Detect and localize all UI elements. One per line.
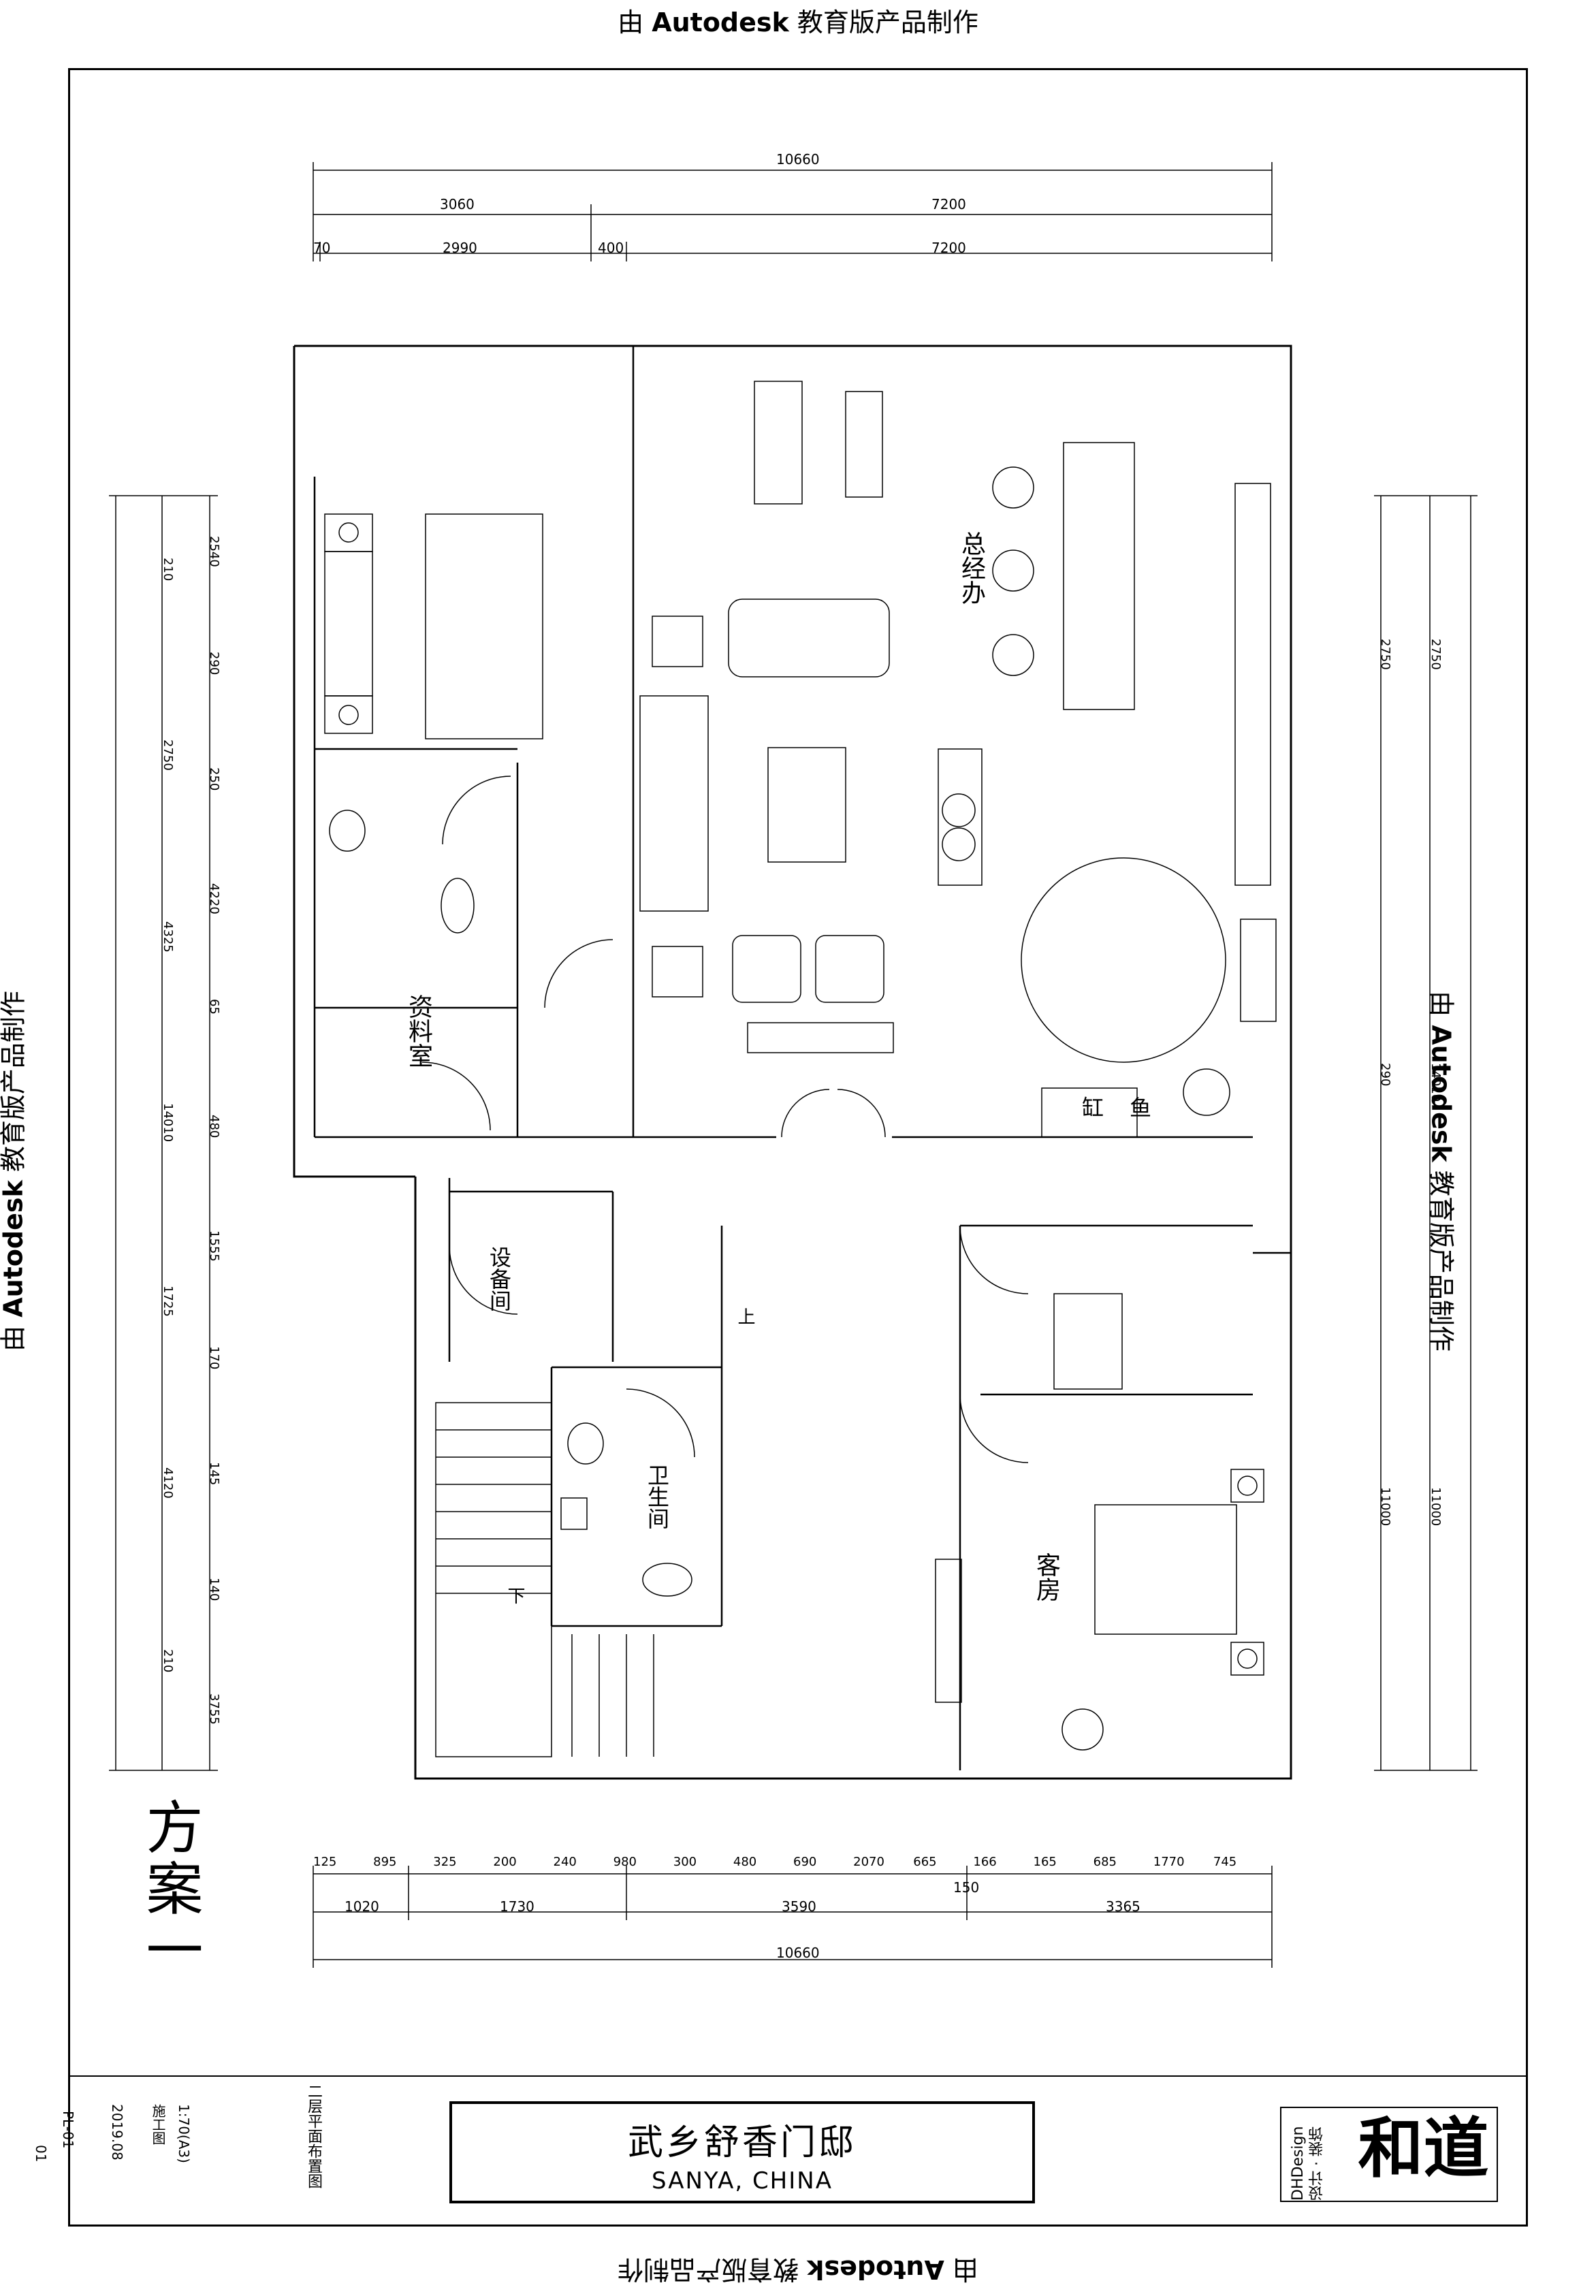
dim-top-7200b: 7200: [931, 240, 966, 256]
dim-bottom-row1-item: 200: [493, 1855, 517, 1869]
doors: [421, 776, 1029, 1463]
guest-room-furniture: [935, 1293, 1264, 1751]
interior-walls: [313, 346, 1291, 1770]
right-dimensions: [1374, 495, 1478, 1771]
dim-right-inner-item: 290: [1378, 1063, 1392, 1087]
dim-bottom-row1: 125 895 325 200 240 980 300 480 690 2070 665 166 165…: [313, 1855, 1273, 1871]
dim-right-inner-item: 11000: [1378, 1487, 1392, 1527]
drawing-stage: 施工图: [150, 2104, 166, 2145]
dim-bottom-row1-item: 2070: [853, 1855, 884, 1869]
dim-left-outer-item: 210: [161, 1648, 175, 1673]
dim-right-outer: 2750 14010 11000: [1429, 497, 1445, 1770]
dim-left-inner-item: 250: [207, 767, 221, 791]
left-dimensions: [109, 495, 218, 1771]
dim-left-inner: 2540 290 250 4220 65 480 1555 170 145 140 3755: [207, 497, 223, 1770]
dim-left-inner-item: 140: [207, 1577, 221, 1601]
dim-right-outer-item: 14010: [1429, 1063, 1443, 1102]
dim-bottom-1730: 1730: [500, 1898, 534, 1915]
project-name: 武乡舒香门邸: [627, 2122, 857, 2163]
dim-left-outer-item: 1725: [161, 1285, 175, 1317]
dim-bottom-3365: 3365: [1106, 1898, 1140, 1915]
scheme-label: 方案一: [137, 1798, 204, 1981]
dim-bottom-row1-item: 325: [433, 1855, 457, 1869]
outer-walls: [293, 345, 1292, 1780]
stair-down-label: 下: [505, 1587, 525, 1604]
dim-bottom-150: 150: [953, 1879, 980, 1896]
top-dimensions: [313, 162, 1273, 261]
dim-bottom-row1-item: 125: [313, 1855, 337, 1869]
room-label-guest: 客房: [1032, 1552, 1060, 1601]
dim-left-outer-item: 4120: [161, 1467, 175, 1499]
dim-bottom-row1-item: 165: [1033, 1855, 1057, 1869]
dim-top-70: 70: [313, 240, 331, 256]
dim-top-total: 10660: [776, 151, 820, 168]
sheet-number: 01: [33, 2145, 49, 2163]
dim-left-inner-item: 145: [207, 1461, 221, 1486]
dim-bottom-row1-item: 1770: [1153, 1855, 1185, 1869]
restroom-fixtures: [329, 810, 692, 1597]
dim-left-outer-item: 210: [161, 558, 175, 581]
dim-bottom-row1-item: 685: [1093, 1855, 1117, 1869]
dim-bottom-1020: 1020: [345, 1898, 379, 1915]
dim-bottom-row1-item: 980: [613, 1855, 637, 1869]
drawing-number: PL-01: [60, 2111, 76, 2149]
dim-top-3060: 3060: [440, 196, 475, 212]
stair-up-label: 上: [735, 1307, 755, 1325]
dim-bottom-row1-item: 895: [373, 1855, 397, 1869]
dim-top-7200a: 7200: [931, 196, 966, 212]
dim-bottom-row1-item: 300: [673, 1855, 697, 1869]
dim-left-outer-item: 2750: [161, 739, 175, 771]
dim-left-inner-item: 480: [207, 1114, 221, 1138]
office-furniture: [639, 381, 1277, 1138]
dim-right-inner: 2750 290 11000: [1378, 497, 1394, 1770]
dim-left-inner-item: 4220: [207, 882, 221, 914]
dim-bottom-3590: 3590: [782, 1898, 816, 1915]
drawing-name: 二层平面布置图: [305, 2084, 322, 2188]
dim-left-outer-item: 14010: [161, 1103, 175, 1143]
company-sub: 设计 · 装饰: [1309, 2126, 1326, 2201]
drawing-scale: 1:70(A3): [176, 2104, 192, 2163]
dim-left-inner-item: 1555: [207, 1230, 221, 1262]
master-bed: [324, 513, 543, 739]
drawing-frame: [68, 68, 1528, 2227]
dim-bottom-row1-item: 480: [733, 1855, 757, 1869]
project-box: 武乡舒香门邸 SANYA, CHINA: [449, 2101, 1035, 2203]
dim-top-2990: 2990: [443, 240, 477, 256]
dim-right-outer-item: 2750: [1429, 638, 1443, 670]
company-logo: DHDesign 设计 · 装饰 道和: [1280, 2107, 1498, 2202]
dim-left-outer-item: 4325: [161, 921, 175, 953]
dim-right-inner-item: 2750: [1378, 638, 1392, 670]
fish-tank-label-2: 缸: [1079, 1096, 1104, 1118]
watermark-top: 由 Autodesk 教育版产品制作: [618, 7, 978, 37]
dim-right-outer-item: 11000: [1429, 1487, 1443, 1527]
title-block: [68, 2075, 1528, 2227]
dim-bottom-row1-item: 745: [1213, 1855, 1237, 1869]
dim-left-inner-item: 2540: [207, 535, 221, 567]
dim-bottom-row1-item: 690: [793, 1855, 817, 1869]
dim-left-inner-item: 170: [207, 1345, 221, 1370]
dim-bottom-row1-item: 166: [973, 1855, 997, 1869]
room-label-equipment: 设备间: [486, 1246, 512, 1311]
room-label-restroom: 卫生间: [644, 1464, 670, 1529]
dim-bottom-row1-item: 240: [553, 1855, 577, 1869]
company-name: DHDesign: [1290, 2126, 1307, 2201]
dim-bottom-total: 10660: [776, 1945, 820, 1961]
dim-left-inner-item: 65: [207, 998, 221, 1015]
dim-left-outer: 210 2750 4325 14010 1725 4120 210: [161, 497, 177, 1770]
stairs: [435, 1402, 654, 1757]
room-label-office: 总经办: [957, 531, 985, 605]
dim-bottom-row1-item: 665: [913, 1855, 937, 1869]
bottom-dimensions: [313, 1866, 1273, 1968]
room-label-archive: 资料室: [404, 994, 432, 1068]
logo-mark: 道和: [1347, 2114, 1489, 2179]
project-location: SANYA, CHINA: [652, 2167, 833, 2195]
dim-top-400: 400: [598, 240, 624, 256]
fish-tank-label-1: 鱼: [1126, 1096, 1152, 1118]
dim-left-inner-item: 290: [207, 651, 221, 675]
drawing-date: 2019.08: [109, 2104, 125, 2161]
dim-left-inner-item: 3755: [207, 1693, 221, 1725]
